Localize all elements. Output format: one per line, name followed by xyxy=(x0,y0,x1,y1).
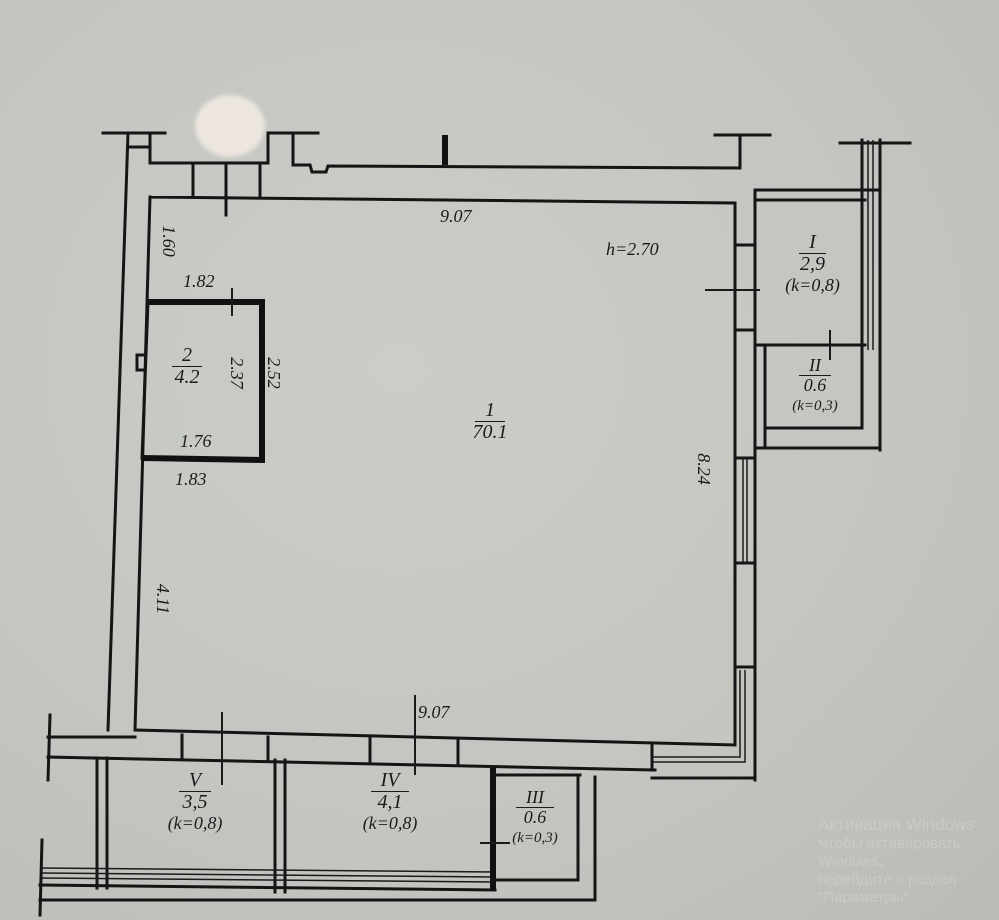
main-room-outline xyxy=(133,188,760,782)
balcony-I-II-outline xyxy=(753,138,912,452)
balcony-I-number: I xyxy=(799,232,826,254)
balcony-I-area: 2,9 xyxy=(800,253,825,275)
dimension-bottom-width: 9.07 xyxy=(418,702,450,722)
light-glare xyxy=(195,95,265,157)
room-1-label: 1 70.1 xyxy=(455,400,525,443)
balcony-III-number: III xyxy=(516,788,554,808)
dimension-top-width: 9.07 xyxy=(440,206,472,226)
outer-walls xyxy=(101,131,772,732)
balcony-IV-area: 4,1 xyxy=(377,791,403,813)
windows-activation-watermark: Активация Windows Чтобы активировать Win… xyxy=(818,815,999,907)
room-1-area: 70.1 xyxy=(472,421,508,443)
balcony-V-area: 3,5 xyxy=(182,791,208,813)
balcony-III-label: III 0.6 (k=0,3) xyxy=(495,788,575,847)
room-2-label: 2 4.2 xyxy=(162,345,212,388)
room-2-outline xyxy=(135,288,265,464)
balcony-V-number: V xyxy=(178,770,212,792)
room-2-number: 2 xyxy=(172,345,202,367)
dimension-room2-inner-bottom: 1.76 xyxy=(180,431,212,451)
balcony-III-IV-V-outline xyxy=(38,756,597,917)
dimension-left-upper: 1.60 xyxy=(158,225,179,257)
bottom-walls xyxy=(46,665,757,785)
balcony-II-area: 0.6 xyxy=(803,374,827,395)
balcony-IV-coefficient: (k=0,8) xyxy=(362,813,418,833)
watermark-title: Активация Windows xyxy=(818,815,975,834)
balcony-III-coefficient: (k=0,3) xyxy=(512,829,558,846)
room-2-area: 4.2 xyxy=(174,366,200,388)
balcony-V-coefficient: (k=0,8) xyxy=(167,813,223,833)
balcony-I-coefficient: (k=0,8) xyxy=(785,275,840,295)
ceiling-height-label: h=2.70 xyxy=(606,239,659,259)
dimension-room2-outer-bottom: 1.83 xyxy=(175,469,207,489)
watermark-line-2: Чтобы активировать Windows, xyxy=(818,835,961,871)
room-1-number: 1 xyxy=(475,400,505,422)
dimension-room2-inner-height: 2.37 xyxy=(226,357,247,389)
balcony-IV-number: IV xyxy=(370,770,410,792)
balcony-II-coefficient: (k=0,3) xyxy=(792,397,838,414)
balcony-I-label: I 2,9 (k=0,8) xyxy=(765,232,860,296)
dimension-left-lower: 4.11 xyxy=(153,583,174,615)
watermark-line-3: перейдите в раздел "Параметры". xyxy=(818,871,957,907)
dimension-right-height: 8.24 xyxy=(693,453,714,485)
dimension-room2-top: 1.82 xyxy=(183,271,215,291)
balcony-II-label: II 0.6 (k=0,3) xyxy=(770,356,860,415)
balcony-II-number: II xyxy=(799,356,831,376)
dimension-room2-outer-height: 2.52 xyxy=(263,357,284,389)
balcony-IV-label: IV 4,1 (k=0,8) xyxy=(330,770,450,834)
balcony-III-area: 0.6 xyxy=(523,806,547,827)
balcony-V-label: V 3,5 (k=0,8) xyxy=(135,770,255,834)
